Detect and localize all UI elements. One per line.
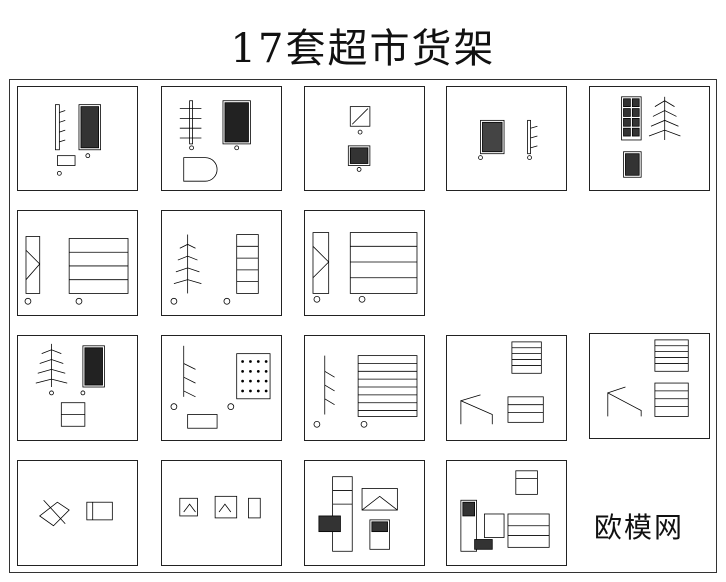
drawing-panel-12[interactable] [446,335,567,441]
drawing-panel-6[interactable] [17,210,138,316]
drawing-panel-17[interactable] [446,460,567,566]
drawing-panel-14[interactable] [17,460,138,566]
drawing-panel-11[interactable] [304,335,425,441]
brand-logo-text: 欧模网 [594,511,685,544]
drawing-sheet-border [9,79,717,573]
drawing-panel-8[interactable] [304,210,425,316]
drawing-panel-4[interactable] [446,86,567,191]
drawing-panel-3[interactable] [304,86,425,191]
drawing-panel-15[interactable] [161,460,282,566]
drawing-panel-9[interactable] [17,335,138,441]
drawing-panel-10[interactable] [161,335,282,441]
drawing-panel-1[interactable] [17,86,138,191]
drawing-panel-7[interactable] [161,210,282,316]
drawing-panel-5[interactable] [589,86,710,191]
drawing-panel-13[interactable] [589,333,710,439]
page-title: 17套超市货架 [230,26,496,72]
drawing-panel-16[interactable] [304,460,425,566]
drawing-panel-2[interactable] [161,86,282,191]
